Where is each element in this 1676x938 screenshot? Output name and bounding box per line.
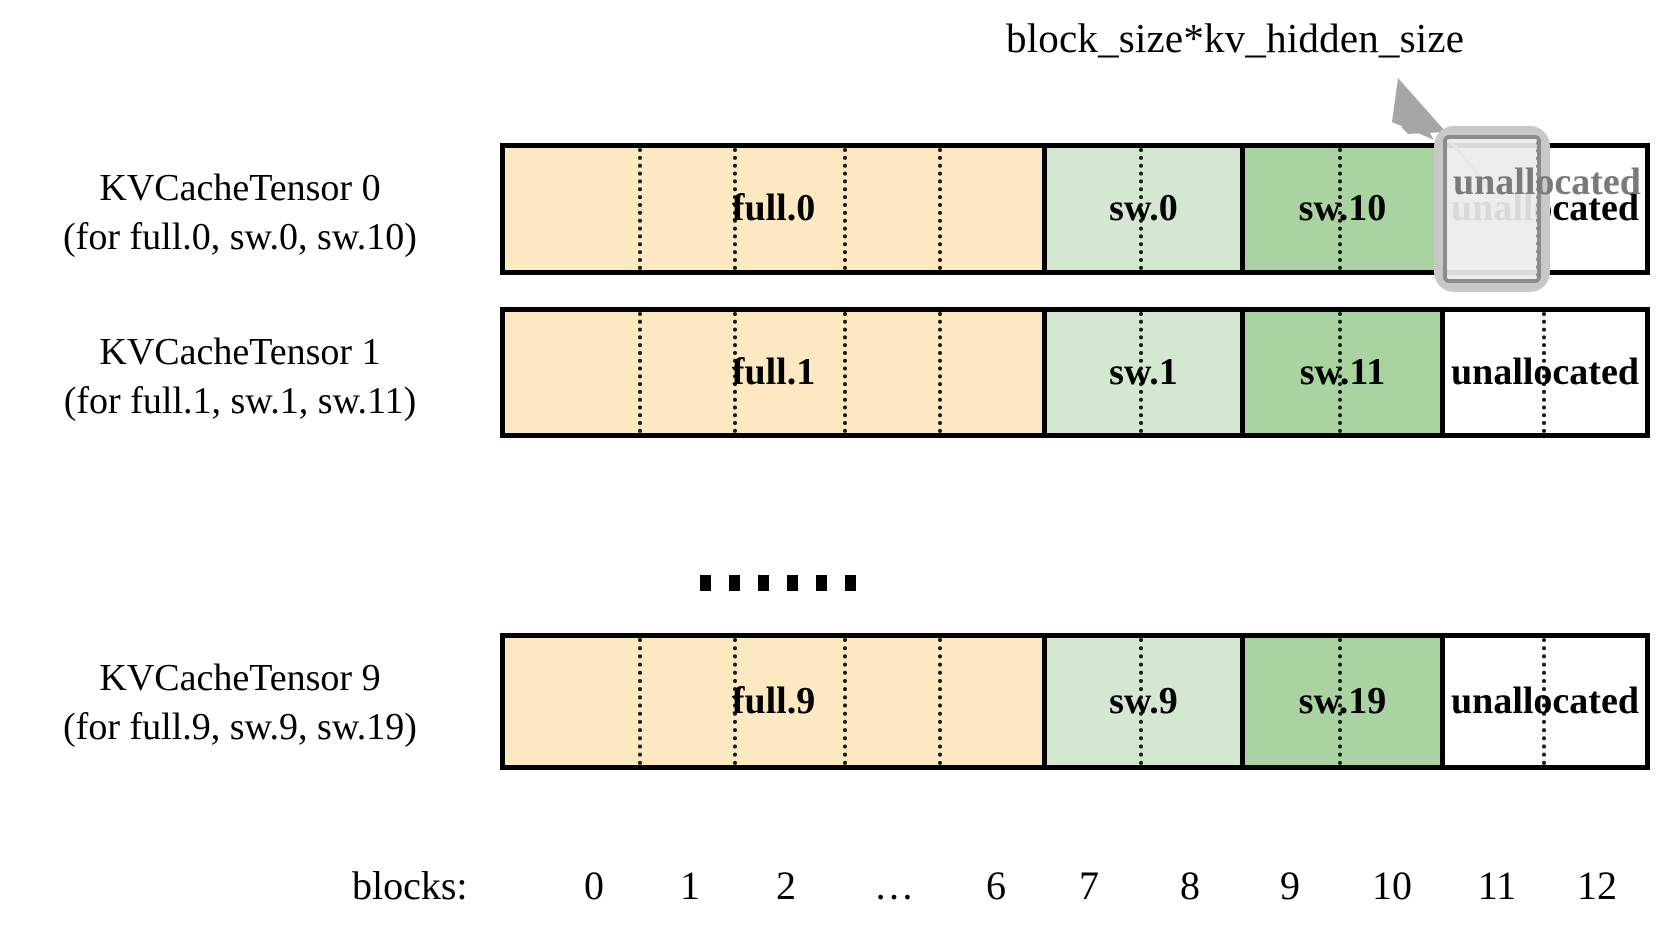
segment-label: sw.11 [1299,350,1386,393]
highlight-inner-border [1443,135,1541,283]
segment-sw-19[interactable]: sw.19 [1240,638,1440,765]
segment-label: full.9 [731,679,816,722]
segment-label: sw.0 [1109,187,1178,230]
axis-tick-6: 6 [986,863,1006,908]
axis-title: blocks: [352,863,468,908]
segment-full-9[interactable]: full.9 [505,638,1042,765]
segment-label: sw.19 [1298,679,1387,722]
segment-unallocated[interactable]: unallocated [1440,638,1645,765]
row-label-1: KVCacheTensor 1 (for full.1, sw.1, sw.11… [0,328,480,425]
row-label-line2: (for full.9, sw.9, sw.19) [63,705,417,748]
axis-tick-10: 10 [1372,863,1412,908]
kv-cache-tensor-bar-9[interactable]: full.9 sw.9 sw.19 unallocated [500,633,1650,770]
axis-tick-7: 7 [1079,863,1099,908]
segment-label: sw.9 [1109,679,1178,722]
segment-sw-10[interactable]: sw.10 [1240,148,1440,270]
segment-sw-11[interactable]: sw.11 [1240,312,1440,433]
segment-label: full.1 [731,350,816,393]
axis-tick-ellipsis: … [874,863,914,908]
segment-sw-9[interactable]: sw.9 [1042,638,1240,765]
row-label-line1: KVCacheTensor 9 [99,657,381,699]
axis-tick-0: 0 [584,863,604,908]
segment-full-0[interactable]: full.0 [505,148,1042,270]
segment-full-1[interactable]: full.1 [505,312,1042,433]
kv-cache-tensor-bar-1[interactable]: full.1 sw.1 sw.11 unallocated [500,307,1650,438]
segment-sw-0[interactable]: sw.0 [1042,148,1240,270]
row-label-0: KVCacheTensor 0 (for full.0, sw.0, sw.10… [0,164,480,261]
row-label-line2: (for full.1, sw.1, sw.11) [63,379,417,422]
segment-label: sw.1 [1109,350,1178,393]
blocks-axis: blocks: 0 1 2 … 6 7 8 9 10 11 12 [0,862,1676,922]
axis-tick-12: 12 [1577,863,1617,908]
segment-label: full.0 [731,187,816,230]
axis-tick-1: 1 [680,863,700,908]
axis-tick-9: 9 [1280,863,1300,908]
callout-label: block_size*kv_hidden_size [1006,15,1465,61]
row-label-line1: KVCacheTensor 0 [99,167,381,209]
segment-label: unallocated [1451,350,1639,393]
axis-tick-2: 2 [776,863,796,908]
row-label-9: KVCacheTensor 9 (for full.9, sw.9, sw.19… [0,654,480,751]
segment-sw-1[interactable]: sw.1 [1042,312,1240,433]
axis-tick-11: 11 [1477,863,1517,908]
highlight-block-divider [1536,141,1540,277]
segment-label: unallocated [1451,679,1639,722]
rows-ellipsis [700,575,856,591]
highlight-box[interactable]: unallocated [1434,126,1641,292]
segment-label: sw.10 [1298,187,1387,230]
row-label-line1: KVCacheTensor 1 [99,331,381,373]
row-label-line2: (for full.0, sw.0, sw.10) [63,215,417,258]
axis-tick-8: 8 [1180,863,1200,908]
segment-unallocated[interactable]: unallocated [1440,312,1645,433]
highlight-label: unallocated [1453,161,1641,203]
